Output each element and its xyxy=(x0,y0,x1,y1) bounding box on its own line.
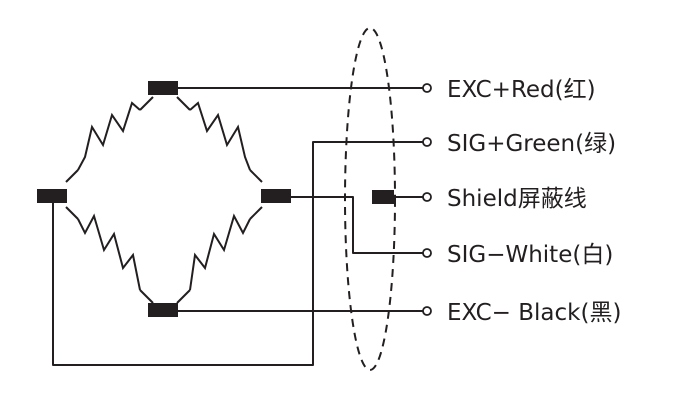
bridge-nodes xyxy=(37,81,394,317)
label-sig-plus: SIG+Green(绿) xyxy=(447,131,616,157)
terminals xyxy=(422,83,432,316)
terminal-sig-minus xyxy=(422,248,432,258)
node-left xyxy=(37,189,67,203)
terminal-sig-plus xyxy=(422,137,432,147)
bridge-leads xyxy=(65,96,263,304)
label-exc-minus: EXC− Black(黑) xyxy=(447,300,621,326)
label-exc-plus: EXC+Red(红) xyxy=(447,77,596,103)
node-right xyxy=(261,189,291,203)
node-bottom xyxy=(148,303,178,317)
terminal-exc-minus xyxy=(422,306,432,316)
terminal-shield xyxy=(422,192,432,202)
node-shield xyxy=(372,190,394,204)
label-sig-minus: SIG−White(白) xyxy=(447,242,613,268)
resistor-top-right xyxy=(189,101,251,171)
terminal-exc-plus xyxy=(422,83,432,93)
label-shield: Shield屏蔽线 xyxy=(447,186,587,212)
resistor-top-left xyxy=(77,101,141,171)
resistor-bottom-left xyxy=(77,213,141,291)
cable-shield-outline xyxy=(344,27,396,371)
wire-sig-minus xyxy=(286,196,423,254)
terminal-labels: EXC+Red(红) SIG+Green(绿) Shield屏蔽线 SIG−Wh… xyxy=(447,77,621,326)
resistor-bottom-right xyxy=(189,213,251,291)
node-top xyxy=(148,81,178,95)
